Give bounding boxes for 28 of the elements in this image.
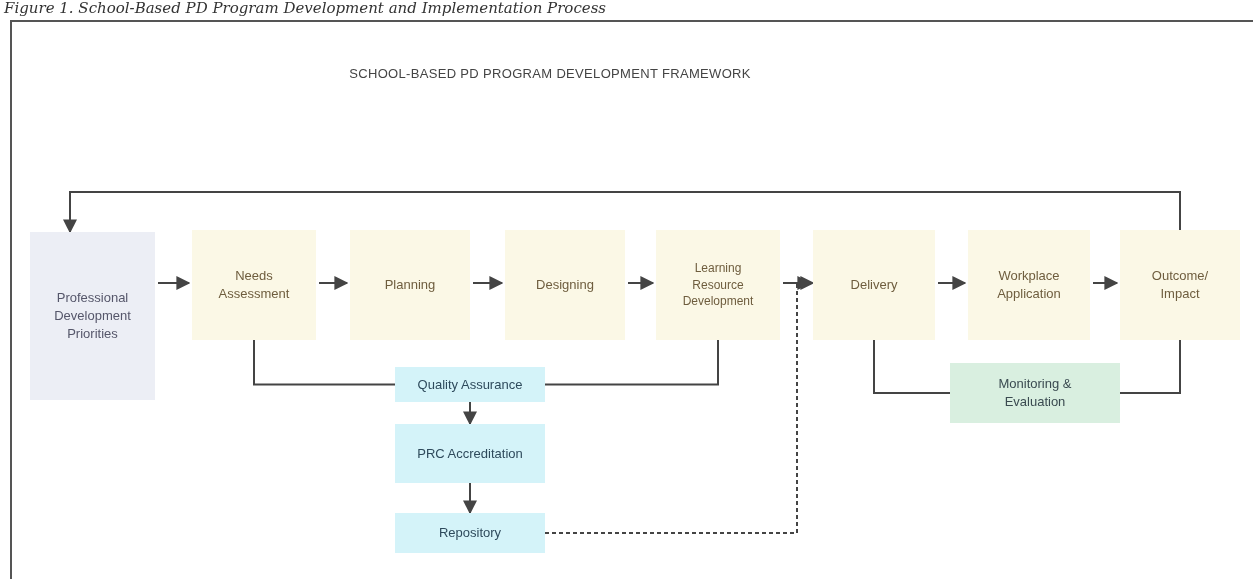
process-box: Designing bbox=[505, 230, 625, 340]
quality-box: Repository bbox=[395, 513, 545, 553]
process-box: Learning Resource Development bbox=[656, 230, 780, 340]
arrow bbox=[463, 401, 477, 426]
priority-box: Professional Development Priorities bbox=[30, 232, 155, 400]
connector-line bbox=[544, 339, 719, 386]
arrow bbox=[463, 482, 477, 515]
connector-line bbox=[253, 339, 396, 386]
quality-box: Quality Assurance bbox=[395, 367, 545, 402]
diagram-title: SCHOOL-BASED PD PROGRAM DEVELOPMENT FRAMEWORK bbox=[348, 65, 752, 83]
connector-line bbox=[1119, 339, 1181, 394]
arrow bbox=[937, 276, 967, 290]
process-box: Delivery bbox=[813, 230, 935, 340]
figure-caption: Figure 1. School-Based PD Program Development and Implementation Process bbox=[4, 0, 607, 16]
process-box: Planning bbox=[350, 230, 470, 340]
arrow bbox=[472, 276, 504, 290]
quality-box: PRC Accreditation bbox=[395, 424, 545, 483]
process-box: Outcome/ Impact bbox=[1120, 230, 1240, 340]
arrow bbox=[157, 276, 191, 290]
evaluation-box: Monitoring & Evaluation bbox=[950, 363, 1120, 423]
process-box: Needs Assessment bbox=[192, 230, 316, 340]
arrow bbox=[627, 276, 655, 290]
connector-line bbox=[873, 339, 951, 394]
arrow bbox=[1092, 276, 1119, 290]
arrow bbox=[63, 191, 1181, 234]
process-box: Workplace Application bbox=[968, 230, 1090, 340]
arrow bbox=[318, 276, 349, 290]
arrow bbox=[544, 276, 815, 534]
